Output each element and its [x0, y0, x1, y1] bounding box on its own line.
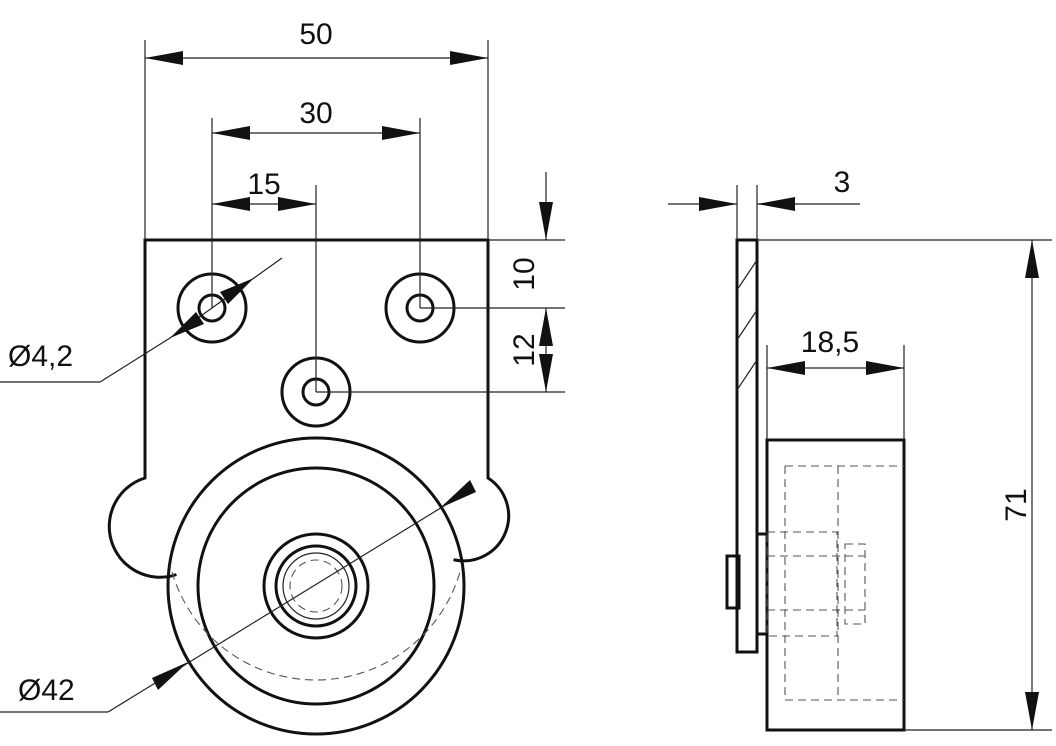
mounting-plate-outline [107, 238, 511, 579]
dim-hole-spacing: 30 [299, 97, 332, 130]
side-view: 3 18,5 71 [668, 166, 1052, 732]
dim-top-to-holes: 10 [508, 257, 541, 290]
dim-wheel-width: 18,5 [801, 326, 859, 359]
dim-wheel-diameter: Ø42 [18, 674, 75, 707]
dim-overall-width: 50 [299, 18, 332, 51]
front-view: 50 30 15 10 12 Ø4,2 Ø42 [0, 18, 565, 736]
dim-center-offset: 15 [247, 168, 280, 201]
dim-holes-to-center: 12 [508, 333, 541, 366]
dim-hole-diameter: Ø4,2 [8, 340, 73, 373]
dim-overall-height: 71 [1000, 488, 1033, 521]
wheel [166, 436, 466, 736]
dim-plate-thickness: 3 [834, 166, 851, 199]
